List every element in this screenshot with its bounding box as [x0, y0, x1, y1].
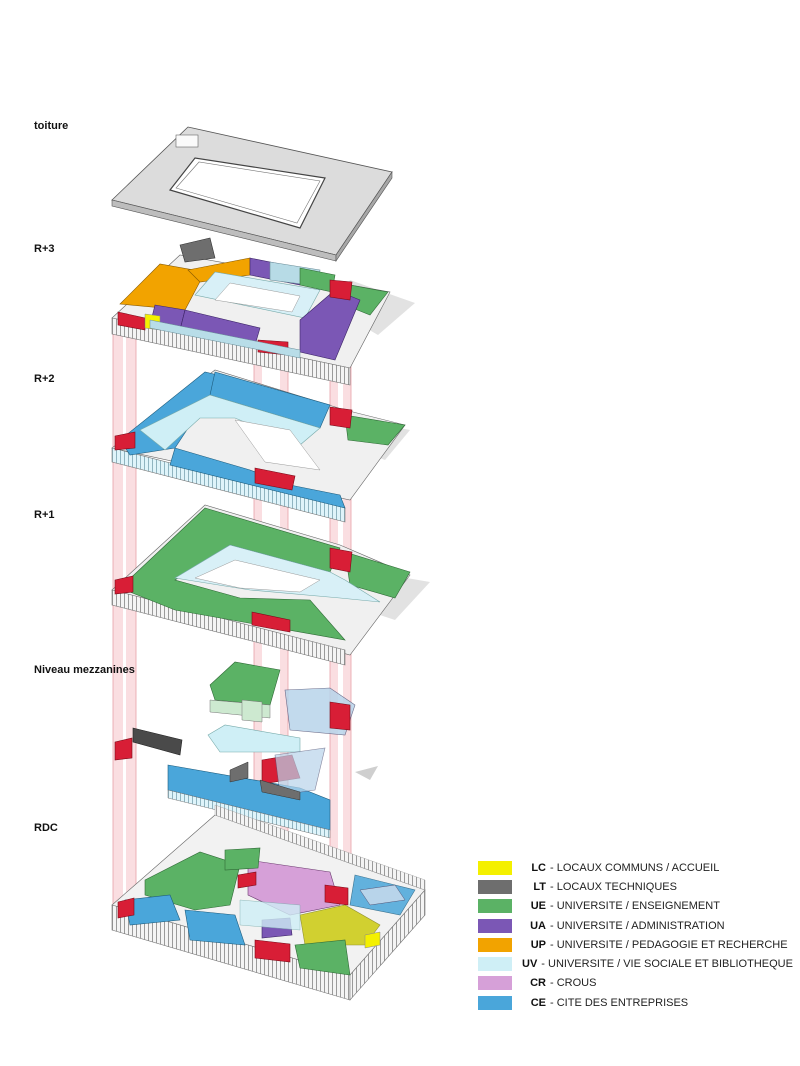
legend-code: LT	[533, 880, 546, 893]
legend-swatch	[478, 860, 512, 875]
legend-swatch	[478, 899, 512, 914]
legend: LC - LOCAUX COMMUNS / ACCUEIL LT - LOCAU…	[478, 858, 793, 1012]
legend-swatch	[478, 957, 512, 972]
legend-label: - LOCAUX COMMUNS / ACCUEIL	[550, 861, 720, 874]
legend-swatch	[478, 995, 512, 1010]
legend-label: - UNIVERSITE / VIE SOCIALE ET BIBLIOTHEQ…	[541, 958, 793, 971]
legend-swatch	[478, 937, 512, 952]
level-mezzanines	[114, 661, 378, 839]
level-label-toiture: toiture	[34, 120, 69, 132]
legend-item: UE - UNIVERSITE / ENSEIGNEMENT	[478, 897, 788, 916]
legend-code: CE	[530, 996, 546, 1009]
level-r3	[111, 237, 415, 386]
legend-label: - UNIVERSITE / PEDAGOGIE ET RECHERCHE	[550, 938, 788, 951]
legend-label: - UNIVERSITE / ENSEIGNEMENT	[550, 900, 720, 913]
legend-swatch	[478, 879, 512, 894]
legend-swatch	[478, 918, 512, 933]
legend-item: UV - UNIVERSITE / VIE SOCIALE ET BIBLIOT…	[478, 954, 793, 973]
legend-item: UA - UNIVERSITE / ADMINISTRATION	[478, 916, 788, 935]
level-label-r2: R+2	[34, 373, 55, 385]
level-label-r1: R+1	[34, 509, 55, 521]
legend-item: UP - UNIVERSITE / PEDAGOGIE ET RECHERCHE	[478, 935, 788, 954]
legend-code: UV	[522, 958, 538, 971]
legend-label: - UNIVERSITE / ADMINISTRATION	[550, 919, 725, 932]
legend-code: LC	[531, 861, 546, 874]
legend-item: LC - LOCAUX COMMUNS / ACCUEIL	[478, 858, 788, 877]
legend-item: CE - CITE DES ENTREPRISES	[478, 993, 788, 1012]
legend-label: - CITE DES ENTREPRISES	[550, 996, 689, 1009]
legend-code: UA	[530, 919, 546, 932]
legend-item: CR - CROUS	[478, 974, 788, 993]
roof-level	[111, 126, 393, 262]
legend-code: UE	[530, 900, 546, 913]
level-rdc	[111, 804, 426, 1001]
legend-code: UP	[530, 938, 546, 951]
level-label-rdc: RDC	[34, 822, 58, 834]
level-label-mezzanines: Niveau mezzanines	[34, 664, 135, 676]
legend-swatch	[478, 976, 512, 991]
legend-code: CR	[530, 977, 546, 990]
level-label-r3: R+3	[34, 243, 55, 255]
legend-label: - CROUS	[550, 977, 597, 990]
level-r1	[111, 504, 430, 666]
legend-label: - LOCAUX TECHNIQUES	[550, 880, 677, 893]
level-r2	[111, 369, 410, 523]
legend-item: LT - LOCAUX TECHNIQUES	[478, 877, 788, 896]
